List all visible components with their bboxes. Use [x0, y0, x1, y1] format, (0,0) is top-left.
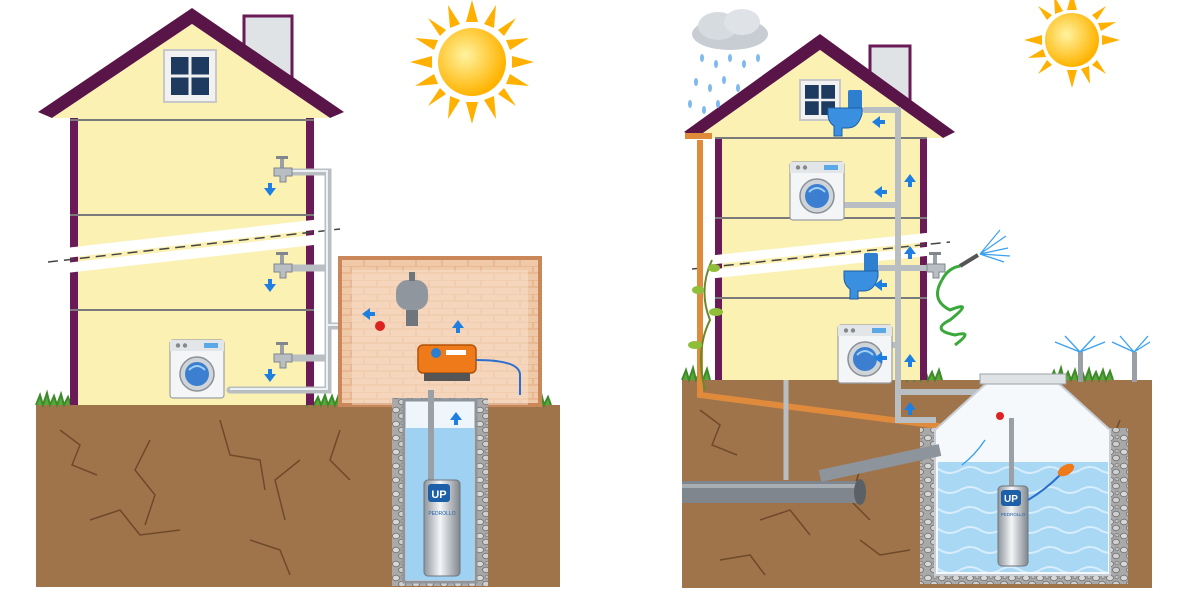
- pump-controller-icon: [418, 345, 476, 381]
- pump-badge: UP: [1004, 494, 1018, 505]
- washing-machine-icon: [170, 340, 224, 398]
- pump-badge: UP: [431, 489, 446, 501]
- submersible-pump: UP PEDROLLO: [998, 486, 1028, 566]
- riser-pipe: [428, 390, 434, 490]
- valve-icon: [375, 321, 385, 331]
- washing-machine-icon: [838, 325, 892, 383]
- pump-brand: PEDROLLO: [1001, 512, 1026, 517]
- garden-hose-icon: [938, 266, 966, 345]
- sun-icon: [1024, 0, 1120, 88]
- panel-well-system: UP PEDROLLO: [36, 0, 560, 587]
- washing-machine-icon: [790, 162, 844, 220]
- riser-pipe: [1009, 418, 1014, 488]
- submersible-pump: UP PEDROLLO: [424, 480, 460, 576]
- valve-icon: [996, 412, 1004, 420]
- faucet-icon: [927, 252, 945, 278]
- pump-brand: PEDROLLO: [428, 511, 455, 517]
- sprinkler-icon: [1112, 336, 1150, 382]
- hose-spray: [980, 230, 1010, 262]
- sun-icon: [410, 0, 534, 124]
- panel-rainwater-system: UP PEDROLLO: [682, 0, 1152, 588]
- attic-window: [164, 50, 216, 102]
